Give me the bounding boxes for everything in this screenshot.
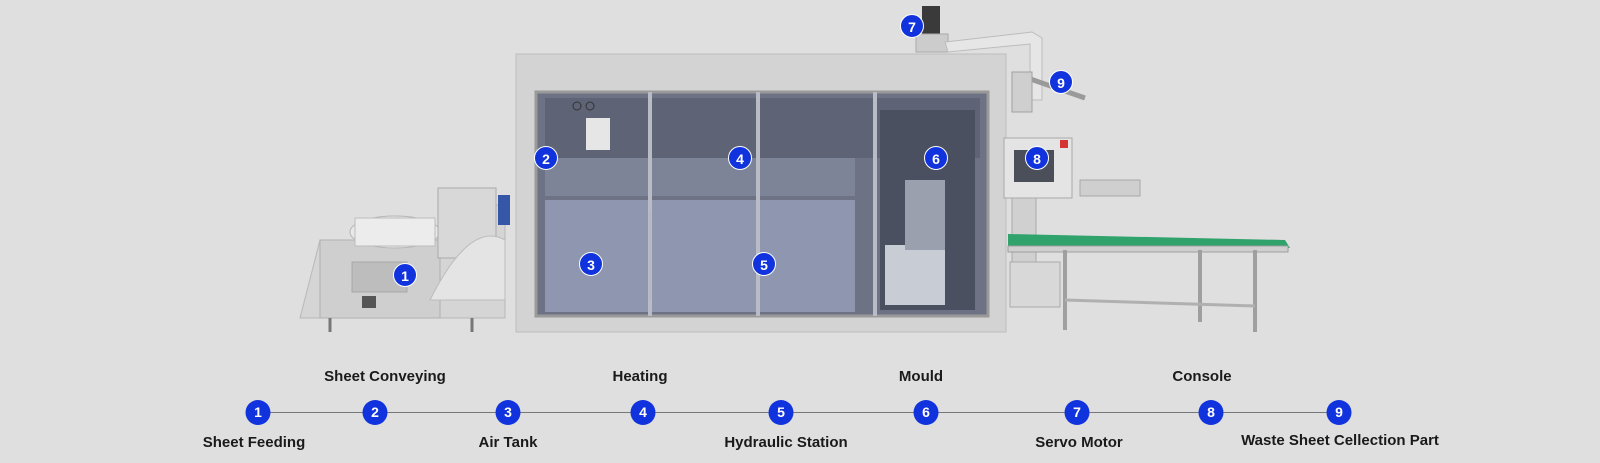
marker-4: 4 [728,146,752,170]
timeline-dot-2: 2 [362,400,388,425]
label-mould: Mould [898,368,944,385]
marker-3: 3 [579,252,603,276]
marker-8: 8 [1025,146,1049,170]
servo-motor-assembly [915,6,1043,101]
label-sheet-conveying: Sheet Conveying [324,368,446,385]
timeline-dot-7: 7 [1064,400,1090,425]
marker-2: 2 [534,146,558,170]
timeline-dot-1: 1 [245,400,271,425]
marker-6: 6 [924,146,948,170]
marker-9: 9 [1049,70,1073,94]
label-air-tank: Air Tank [478,434,538,451]
timeline-dot-6: 6 [913,400,939,425]
label-heating: Heating [612,368,668,385]
label-waste-sheet-collection: Waste Sheet Cellection Part [1241,432,1439,449]
label-console: Console [1172,368,1232,385]
timeline-line [258,412,1340,413]
marker-1: 1 [393,263,417,287]
timeline-dot-4: 4 [630,400,656,425]
main-cabinet [515,53,1007,333]
timeline-dot-9: 9 [1326,400,1352,425]
timeline-dot-8: 8 [1198,400,1224,425]
marker-5: 5 [752,252,776,276]
timeline-dot-3: 3 [495,400,521,425]
sheet-feeding-unit [299,187,510,332]
label-sheet-feeding: Sheet Feeding [202,434,306,451]
marker-7: 7 [900,14,924,38]
label-hydraulic-station: Hydraulic Station [724,434,848,451]
label-servo-motor: Servo Motor [1035,434,1123,451]
output-conveyor [1007,179,1290,332]
timeline-dot-5: 5 [768,400,794,425]
